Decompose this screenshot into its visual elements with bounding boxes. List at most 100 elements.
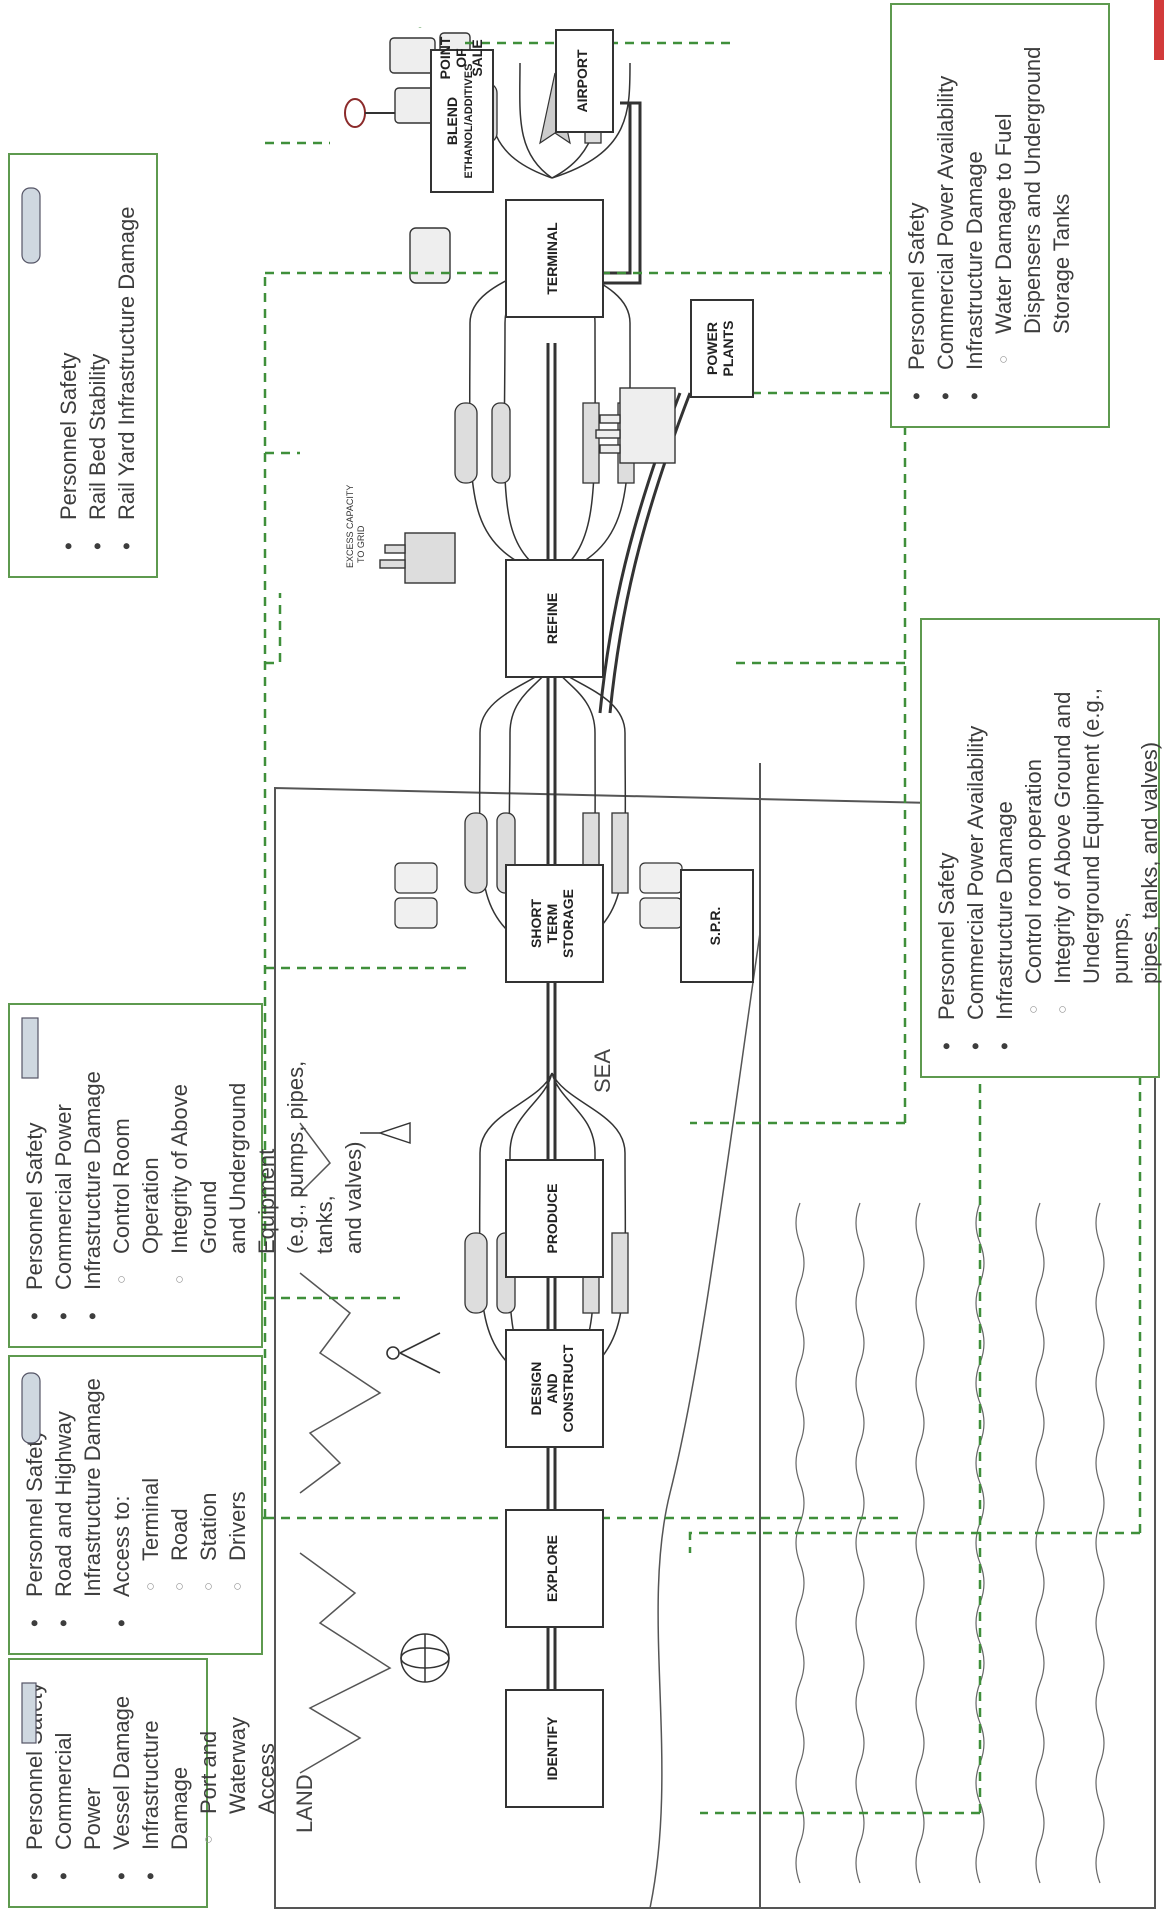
pipeline-subitem-cont: (e.g., pumps, pipes, tanks, — [283, 1060, 337, 1254]
barge-icon — [611, 1232, 629, 1314]
stage-short-term-storage: SHORT TERM STORAGE — [505, 864, 604, 983]
pipeline-subitem: Control Room Operation — [107, 1021, 165, 1324]
barge-icon — [611, 812, 629, 894]
retail-risk-list: Personnel Safety Commercial Power Availa… — [902, 21, 1076, 404]
facility-subitem: Control room operation — [1019, 636, 1048, 1054]
retail-item: Infrastructure Damage — [960, 21, 989, 404]
red-corner-mark — [1154, 0, 1164, 60]
rail-item: Personnel Safety — [54, 171, 83, 554]
tanker-truck-icon — [464, 1232, 488, 1314]
globe-icon — [400, 1633, 450, 1683]
marine-item: Commercial Power — [49, 1676, 107, 1884]
road-subitem: Station — [194, 1373, 223, 1631]
identify-label: IDENTIFY — [544, 1716, 560, 1781]
stage-point-of-sale: POINT OF SALE — [430, 18, 505, 98]
marine-risk-box: Personnel Safety Commercial Power Vessel… — [8, 1658, 279, 1908]
rail-item: Rail Yard Infrastructure Damage — [112, 171, 141, 554]
power-label-1: POWER — [704, 322, 720, 375]
pos-label-3: SALE — [469, 39, 485, 77]
marine-item: Vessel Damage — [107, 1676, 136, 1884]
design-label-2: AND — [544, 1373, 560, 1404]
rail-risk-list: Personnel Safety Rail Bed Stability Rail… — [54, 171, 141, 554]
retail-item: Personnel Safety — [902, 21, 931, 404]
retail-subitem-cont: Dispensers and Underground — [1020, 46, 1045, 334]
facility-subitem-cont: Underground Equipment (e.g., pumps, — [1079, 688, 1133, 984]
pipeline-risk-list: Personnel Safety Commercial Power Infras… — [20, 1021, 368, 1324]
stage-refine: REFINE — [505, 559, 604, 678]
spr-label: S.P.R. — [707, 906, 723, 946]
land-label: LAND — [292, 1774, 317, 1833]
refine-label: REFINE — [544, 592, 560, 645]
retail-risk-box: Personnel Safety Commercial Power Availa… — [890, 3, 1110, 428]
road-subitem: Terminal — [136, 1373, 165, 1631]
retail-subitem-cont: Storage Tanks — [1049, 193, 1074, 334]
terminal-label: TERMINAL — [544, 222, 560, 295]
retail-item: Commercial Power Availability — [931, 21, 960, 404]
storage-tank-icons — [394, 862, 683, 929]
design-label-3: CONSTRUCT — [560, 1344, 576, 1433]
pipeline-subitem-cont: and Underground Equipment — [225, 1082, 279, 1254]
mountains-icon — [299, 1122, 392, 1774]
power-plant-icon — [595, 387, 676, 464]
produce-label: PRODUCE — [544, 1183, 560, 1254]
stage-spr: S.P.R. — [680, 869, 754, 983]
marine-item: Infrastructure Damage — [136, 1676, 194, 1884]
road-subitem: Road — [165, 1373, 194, 1631]
road-risk-list: Personnel Safety Road and Highway Infras… — [20, 1373, 252, 1631]
marine-risk-list: Personnel Safety Commercial Power Vessel… — [20, 1676, 281, 1884]
stage-airport: AIRPORT — [555, 29, 614, 133]
facility-item: Personnel Safety — [932, 636, 961, 1054]
pos-label-2: OF — [453, 48, 469, 68]
rail-item: Rail Bed Stability — [83, 171, 112, 554]
refinery-icon — [379, 532, 456, 584]
facility-subitem-cont: pipes, tanks, and valves) — [1137, 741, 1162, 984]
rail-car-icon — [491, 402, 511, 484]
storage-label-1: SHORT — [528, 899, 544, 948]
location-sign-icon — [344, 98, 395, 128]
pipeline-subitem: Integrity of Above Ground — [165, 1021, 223, 1324]
road-item: Personnel Safety — [20, 1373, 49, 1631]
excess-label-2: TO GRID — [356, 525, 366, 563]
facility-risk-list: Personnel Safety Commercial Power Availa… — [932, 636, 1164, 1054]
stage-produce: PRODUCE — [505, 1159, 604, 1278]
sea-label: SEA — [590, 1048, 615, 1093]
rail-risk-box: Personnel Safety Rail Bed Stability Rail… — [8, 153, 158, 578]
facility-item: Infrastructure Damage — [990, 636, 1019, 1054]
power-label-2: PLANTS — [720, 320, 736, 377]
road-item: Road and Highway — [49, 1373, 78, 1631]
pos-label-1: POINT — [437, 36, 453, 80]
facility-subitem: Integrity of Above Ground and — [1048, 636, 1077, 1054]
oil-rig-icon — [360, 1122, 411, 1144]
retail-subitem: Water Damage to Fuel — [989, 21, 1018, 404]
pipeline-subitem-cont: and valves) — [341, 1141, 366, 1254]
explore-label: EXPLORE — [544, 1535, 560, 1602]
road-risk-box: Personnel Safety Road and Highway Infras… — [8, 1355, 263, 1655]
explorer-icon — [386, 1332, 441, 1374]
stage-terminal: TERMINAL — [505, 199, 604, 318]
pipeline-item: Personnel Safety — [20, 1021, 49, 1324]
tanker-truck-icon — [454, 402, 478, 484]
road-item: Access to: — [107, 1373, 136, 1631]
fuel-pump-icon — [389, 32, 471, 124]
pipeline-item: Commercial Power — [49, 1021, 78, 1324]
storage-label-2: TERM — [544, 903, 560, 944]
excess-label-1: EXCESS CAPACITY — [345, 484, 355, 568]
marine-item: Personnel Safety — [20, 1676, 49, 1884]
design-label-1: DESIGN — [528, 1361, 544, 1416]
pipeline-risk-box: Personnel Safety Commercial Power Infras… — [8, 1003, 366, 1348]
stage-explore: EXPLORE — [505, 1509, 604, 1628]
facility-item: Commercial Power Availability — [961, 636, 990, 1054]
pipeline-item: Infrastructure Damage — [78, 1021, 107, 1324]
terminal-tank-icon — [409, 227, 451, 284]
storage-label-3: STORAGE — [560, 889, 576, 958]
airport-label: AIRPORT — [574, 49, 590, 113]
marine-subitem: Port and Waterway — [194, 1676, 252, 1884]
stage-design-construct: DESIGN AND CONSTRUCT — [505, 1329, 604, 1448]
facility-risk-box: Personnel Safety Commercial Power Availa… — [920, 618, 1162, 1078]
stage-identify: IDENTIFY — [505, 1689, 604, 1808]
marine-subitem-cont: Access — [254, 1743, 279, 1814]
pipeline-icon — [582, 402, 600, 484]
sea-waves — [795, 1202, 1105, 1884]
tanker-truck-icon — [464, 812, 488, 894]
